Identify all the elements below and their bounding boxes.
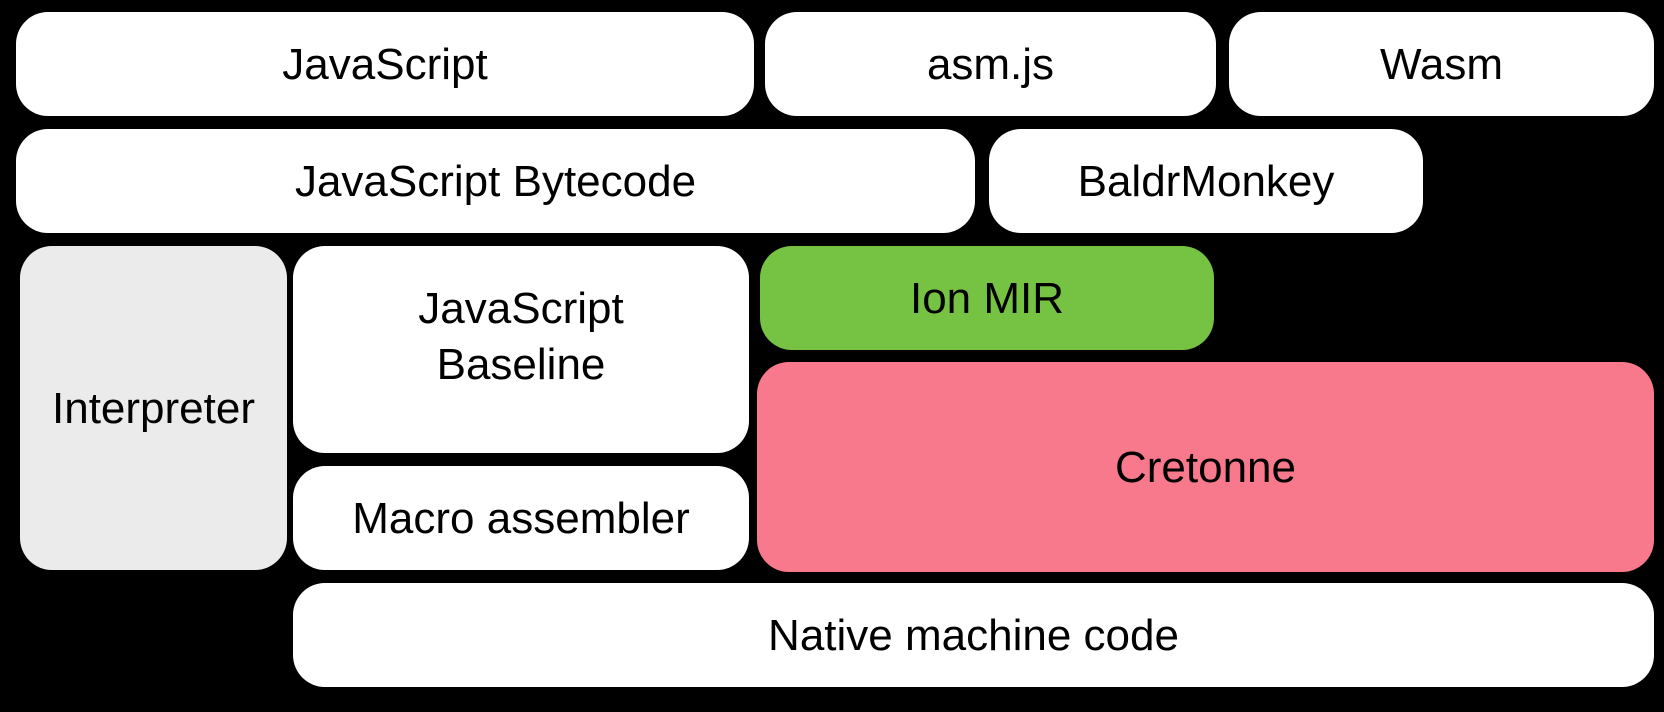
box-baldrmonkey: BaldrMonkey (989, 129, 1423, 233)
box-interpreter-label: Interpreter (52, 383, 255, 433)
box-native-machine-code-label: Native machine code (768, 610, 1179, 660)
box-macro-assembler: Macro assembler (293, 466, 749, 570)
box-baldrmonkey-label: BaldrMonkey (1077, 156, 1335, 206)
box-cretonne: Cretonne (757, 362, 1654, 572)
box-javascript-baseline: JavaScript Baseline (293, 246, 749, 453)
box-wasm-label: Wasm (1379, 39, 1504, 89)
box-asm-js: asm.js (765, 12, 1216, 116)
box-ion-mir: Ion MIR (760, 246, 1214, 350)
box-interpreter: Interpreter (20, 246, 287, 570)
box-javascript: JavaScript (16, 12, 754, 116)
box-javascript-bytecode-label: JavaScript Bytecode (294, 156, 697, 206)
box-javascript-bytecode: JavaScript Bytecode (16, 129, 975, 233)
box-cretonne-label: Cretonne (1114, 442, 1296, 492)
box-wasm: Wasm (1229, 12, 1654, 116)
box-javascript-baseline-label-line1: JavaScript (418, 283, 624, 333)
box-javascript-label: JavaScript (282, 39, 488, 89)
box-native-machine-code: Native machine code (293, 583, 1654, 687)
box-ion-mir-label: Ion MIR (909, 273, 1065, 323)
box-asm-js-label: asm.js (926, 39, 1055, 89)
box-macro-assembler-label: Macro assembler (352, 493, 690, 543)
box-javascript-baseline-label-line2: Baseline (436, 339, 606, 389)
